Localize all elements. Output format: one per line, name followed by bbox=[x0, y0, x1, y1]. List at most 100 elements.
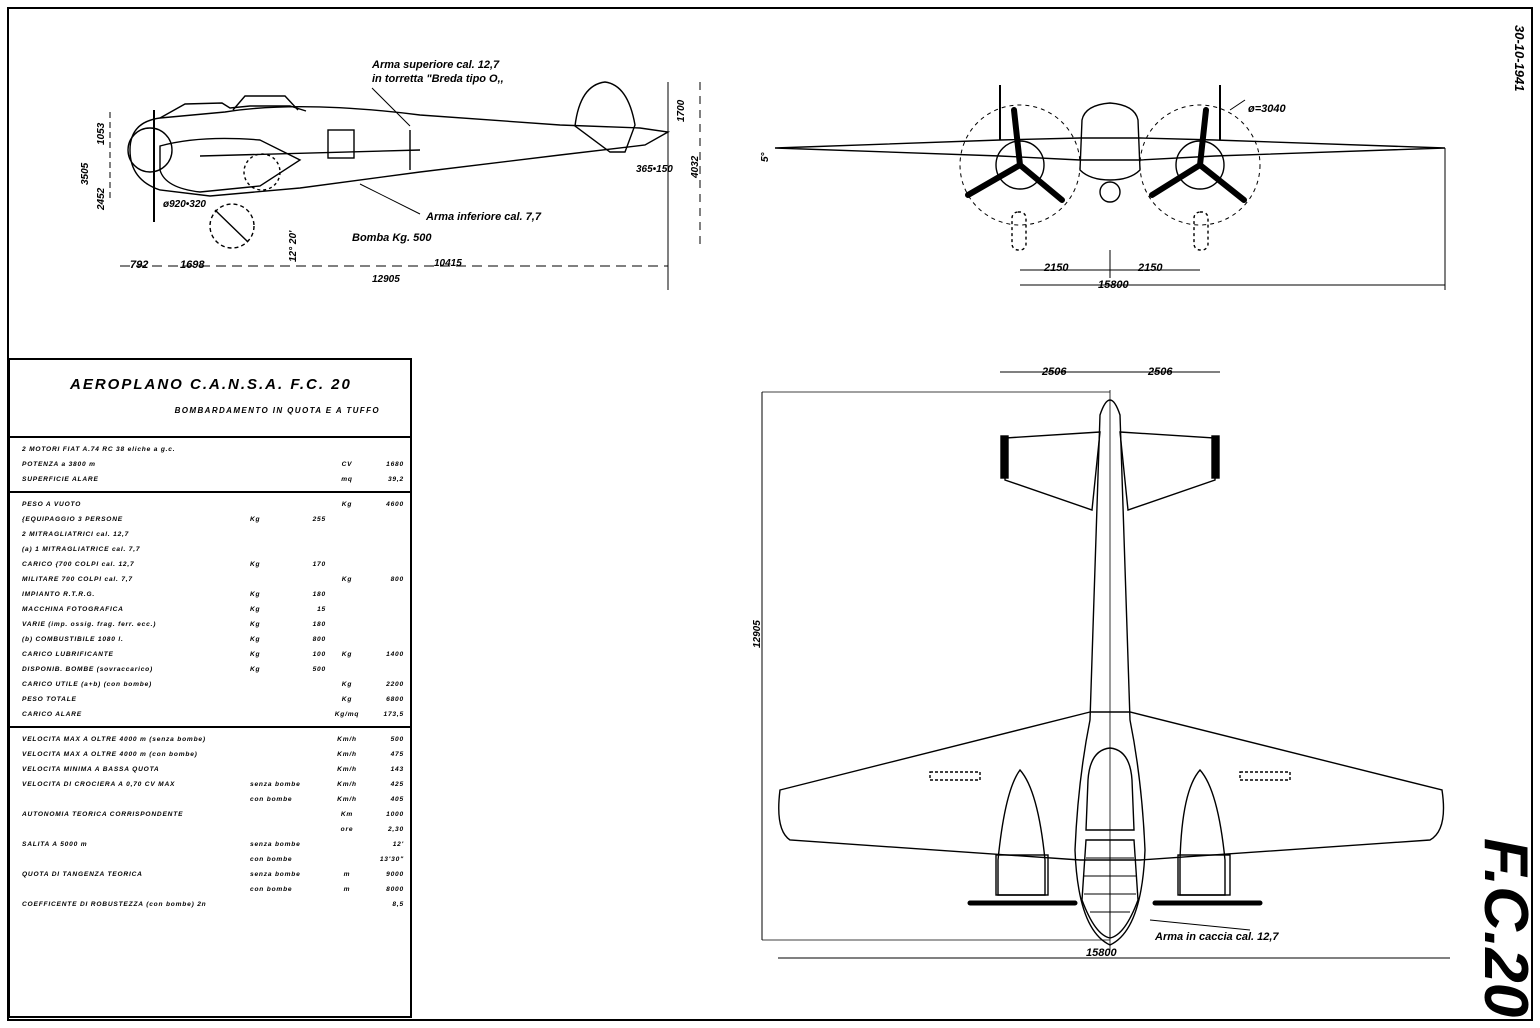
dim-3505: 3505 bbox=[80, 162, 91, 185]
spec-value: 1680 bbox=[386, 461, 404, 468]
spec-label: 2 MOTORI FIAT A.74 RC 38 eliche a g.c. bbox=[22, 446, 176, 453]
side-fuselage bbox=[129, 105, 671, 197]
spec-sub-unit: Kg bbox=[250, 621, 261, 628]
spec-value: 12' bbox=[392, 841, 404, 848]
spec-row: VELOCITA MAX A OLTRE 4000 m (con bombe)K… bbox=[22, 747, 404, 762]
side-fin bbox=[574, 81, 636, 153]
top-nacelle-right bbox=[1179, 768, 1226, 896]
spec-unit: Km/h bbox=[337, 781, 357, 788]
spec-sub-unit: con bombe bbox=[250, 856, 293, 863]
spec-row: 2 MITRAGLIATRICI cal. 12,7 bbox=[22, 527, 404, 542]
spec-unit: Kg bbox=[341, 696, 353, 703]
spec-label: CARICO UTILE (a+b) (con bombe) bbox=[22, 681, 153, 688]
spec-label: POTENZA a 3800 m bbox=[22, 461, 96, 468]
spec-unit: Kg/mq bbox=[334, 711, 360, 718]
spec-label: MILITARE 700 COLPI cal. 7,7 bbox=[22, 576, 133, 583]
spec-label: VELOCITA DI CROCIERA A 0,70 CV MAX bbox=[22, 781, 176, 788]
side-wheel-leg bbox=[214, 209, 249, 243]
spec-unit: Kg bbox=[341, 501, 353, 508]
spec-label: 2 MITRAGLIATRICI cal. 12,7 bbox=[22, 531, 130, 538]
spec-panel: AEROPLANO C.A.N.S.A. F.C. 20 BOMBARDAMEN… bbox=[8, 358, 412, 1018]
spec-value: 39,2 bbox=[387, 476, 404, 483]
spec-unit: Km bbox=[340, 811, 354, 818]
spec-value: 2200 bbox=[386, 681, 404, 688]
spec-label: COEFFICENTE DI ROBUSTEZZA (con bombe) 2n bbox=[22, 901, 207, 908]
front-prop-disc-left bbox=[959, 104, 1081, 226]
arma-inferiore-label: Arma inferiore cal. 7,7 bbox=[425, 211, 542, 223]
spec-row: COEFFICENTE DI ROBUSTEZZA (con bombe) 2n… bbox=[22, 897, 404, 912]
spec-value: 4600 bbox=[386, 501, 404, 508]
track-right: 2150 bbox=[1137, 262, 1163, 274]
spec-sub-unit: con bombe bbox=[250, 796, 293, 803]
top-dim-length-label: 12905 bbox=[752, 620, 763, 648]
dim-1698: 1698 bbox=[180, 259, 205, 271]
spec-unit: Km/h bbox=[337, 736, 357, 743]
side-nacelle bbox=[159, 137, 302, 193]
arma-coda-label: Arma in caccia cal. 12,7 bbox=[1154, 931, 1279, 943]
spec-value: 8000 bbox=[386, 886, 404, 893]
top-dim-2506-right: 2506 bbox=[1147, 366, 1173, 378]
front-belly-gun bbox=[1099, 181, 1121, 203]
spec-row: (a) 1 MITRAGLIATRICE cal. 7,7 bbox=[22, 542, 404, 557]
dim-920: ø920•320 bbox=[163, 199, 206, 210]
dim-1700: 1700 bbox=[676, 99, 687, 122]
spec-sub-unit: con bombe bbox=[250, 886, 293, 893]
spec-section-engines: 2 MOTORI FIAT A.74 RC 38 eliche a g.c. PO… bbox=[10, 438, 410, 493]
spec-sub-unit: Kg bbox=[250, 636, 261, 643]
spec-sub-value: 180 bbox=[312, 591, 326, 598]
spec-label: QUOTA DI TANGENZA TEORICA bbox=[22, 871, 143, 878]
front-prop-disc-right bbox=[1139, 104, 1261, 226]
spec-label: MACCHINA FOTOGRAFICA bbox=[22, 606, 124, 613]
top-engine-left bbox=[995, 854, 1049, 896]
spec-unit: m bbox=[343, 886, 351, 893]
spec-value: 500 bbox=[390, 736, 404, 743]
front-wheel-left bbox=[1011, 211, 1027, 251]
spec-label: IMPIANTO R.T.R.G. bbox=[22, 591, 96, 598]
top-nacelle-left bbox=[997, 768, 1046, 896]
top-dim-2506-left: 2506 bbox=[1041, 366, 1067, 378]
spec-label: CARICO ALARE bbox=[22, 711, 82, 718]
top-engine-right bbox=[1177, 854, 1231, 896]
spec-value: 2,30 bbox=[387, 826, 404, 833]
dim-12905: 12905 bbox=[372, 274, 400, 285]
front-fuselage bbox=[1079, 102, 1141, 181]
spec-value: 13'30" bbox=[379, 856, 404, 863]
dim-2452: 2452 bbox=[96, 187, 107, 211]
spec-label: {EQUIPAGGIO 3 PERSONE bbox=[22, 516, 123, 523]
top-bomb-rack-right bbox=[1239, 771, 1291, 781]
top-fin-right bbox=[1211, 435, 1220, 479]
spec-label: CARICO LUBRIFICANTE bbox=[22, 651, 114, 658]
side-window bbox=[327, 129, 355, 159]
front-span: 15800 bbox=[1098, 279, 1129, 291]
arma-superiore-line2: in torretta "Breda tipo O,, bbox=[372, 73, 504, 85]
front-view bbox=[774, 85, 1446, 290]
spec-sub-unit: Kg bbox=[250, 606, 261, 613]
spec-unit: Kg bbox=[341, 681, 353, 688]
top-cockpit bbox=[1085, 747, 1135, 831]
top-fin-left bbox=[1000, 435, 1009, 479]
side-bomb-outline bbox=[243, 153, 281, 191]
spec-sub-value: 500 bbox=[312, 666, 326, 673]
dim-1053: 1053 bbox=[96, 122, 107, 145]
top-wing bbox=[778, 711, 1445, 861]
top-tailplane bbox=[1004, 431, 1216, 511]
spec-section-performance: VELOCITA MAX A OLTRE 4000 m (senza bombe… bbox=[10, 728, 410, 916]
spec-label: VARIE (imp. ossig. frag. ferr. ecc.) bbox=[22, 621, 157, 628]
spec-value: 475 bbox=[390, 751, 404, 758]
track-left: 2150 bbox=[1043, 262, 1069, 274]
spec-row: con bombe 13'30" bbox=[22, 852, 404, 867]
spec-row: 2 MOTORI FIAT A.74 RC 38 eliche a g.c. bbox=[22, 442, 404, 457]
dim-365: 365•150 bbox=[636, 164, 673, 175]
spec-label: SALITA A 5000 m bbox=[22, 841, 88, 848]
spec-row: CARICO UTILE (a+b) (con bombe) Kg 2200 bbox=[22, 677, 404, 692]
spec-subtitle: BOMBARDAMENTO IN QUOTA E A TUFFO bbox=[174, 406, 380, 415]
leader-top-gun bbox=[371, 87, 411, 127]
spec-sub-value: 800 bbox=[312, 636, 326, 643]
